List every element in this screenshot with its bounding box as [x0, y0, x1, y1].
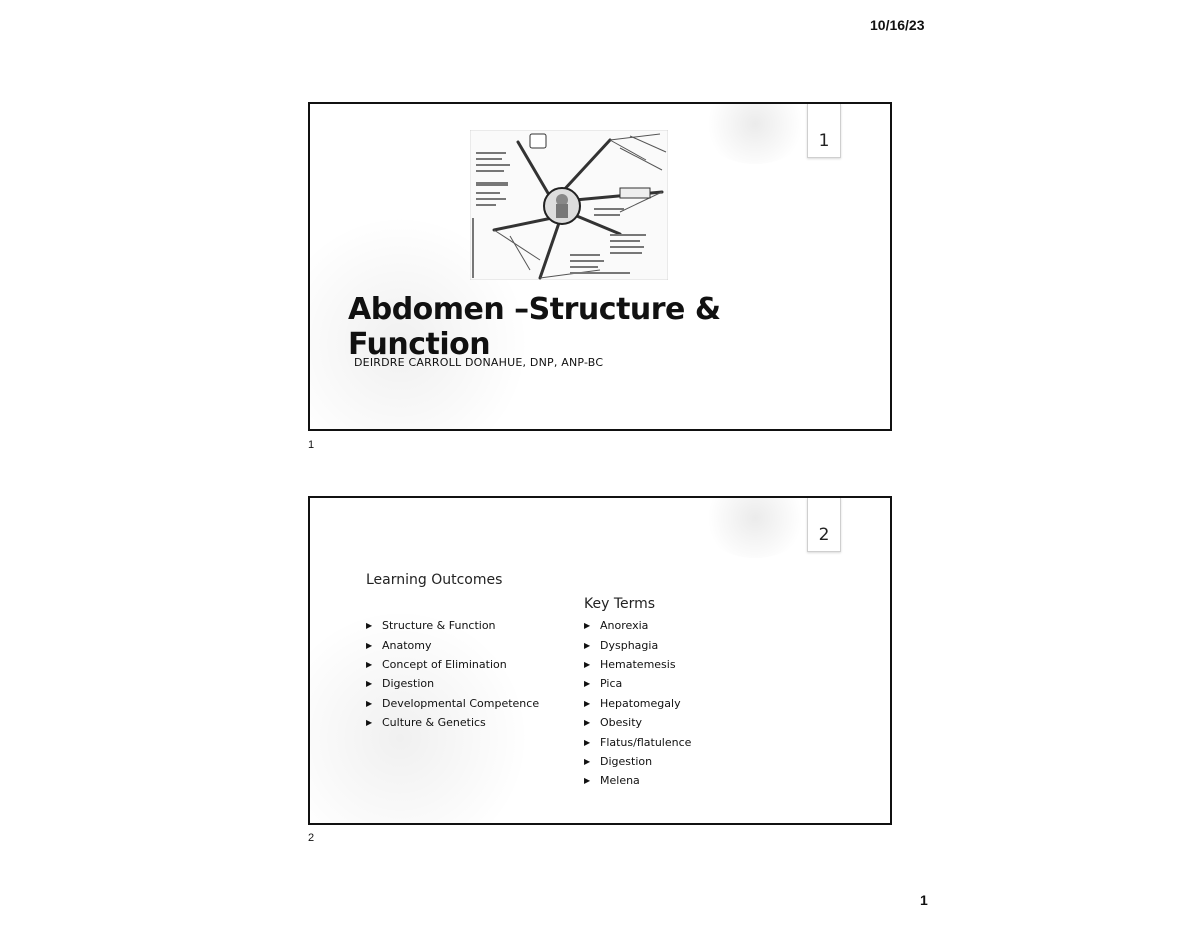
list-item: ▶Melena	[584, 774, 640, 788]
triangle-right-icon: ▶	[366, 679, 373, 689]
triangle-right-icon: ▶	[366, 718, 373, 728]
list-item: ▶Hematemesis	[584, 657, 676, 671]
slide-1: 1	[308, 102, 892, 431]
page-number: 1	[920, 892, 928, 908]
list-item: ▶Structure & Function	[366, 619, 496, 633]
slide-number-box: 1	[807, 104, 841, 158]
list-item: ▶Dysphagia	[584, 638, 659, 652]
triangle-right-icon: ▶	[584, 756, 591, 766]
mind-map-image	[470, 130, 668, 280]
triangle-right-icon: ▶	[584, 698, 591, 708]
slide-caption-1: 1	[308, 439, 315, 451]
list-item: ▶Anatomy	[366, 638, 432, 652]
list-item: ▶Developmental Competence	[366, 696, 540, 710]
triangle-right-icon: ▶	[584, 679, 591, 689]
key-terms-heading: Key Terms	[584, 596, 656, 612]
slide-number-box: 2	[807, 498, 841, 552]
triangle-right-icon: ▶	[584, 659, 591, 669]
triangle-right-icon: ▶	[584, 776, 591, 786]
key-terms-list: ▶Anorexia ▶Dysphagia ▶Hematemesis ▶Pica …	[584, 616, 691, 791]
list-item: ▶Digestion	[584, 754, 653, 768]
list-item: ▶Pica	[584, 677, 623, 691]
triangle-right-icon: ▶	[584, 737, 591, 747]
triangle-right-icon: ▶	[366, 698, 373, 708]
triangle-right-icon: ▶	[584, 621, 591, 631]
list-item: ▶Flatus/flatulence	[584, 735, 692, 749]
list-item: ▶Culture & Genetics	[366, 716, 486, 730]
list-item: ▶Digestion	[366, 677, 435, 691]
list-item: ▶Anorexia	[584, 619, 649, 633]
slide-2: 2 Learning Outcomes Key Terms ▶Structure…	[308, 496, 892, 825]
learning-outcomes-heading: Learning Outcomes	[366, 572, 503, 588]
triangle-right-icon: ▶	[584, 640, 591, 650]
slide-caption-2: 2	[308, 832, 315, 844]
triangle-right-icon: ▶	[584, 718, 591, 728]
triangle-right-icon: ▶	[366, 621, 373, 631]
triangle-right-icon: ▶	[366, 640, 373, 650]
author-name: DEIRDRE CARROLL DONAHUE, DNP, ANP-BC	[354, 356, 604, 369]
list-item: ▶Concept of Elimination	[366, 657, 507, 671]
list-item: ▶Obesity	[584, 716, 643, 730]
list-item: ▶Hepatomegaly	[584, 696, 681, 710]
slide-title: Abdomen –Structure & Function	[348, 292, 721, 362]
page-date: 10/16/23	[870, 17, 925, 33]
triangle-right-icon: ▶	[366, 659, 373, 669]
learning-outcomes-list: ▶Structure & Function ▶Anatomy ▶Concept …	[366, 616, 539, 732]
